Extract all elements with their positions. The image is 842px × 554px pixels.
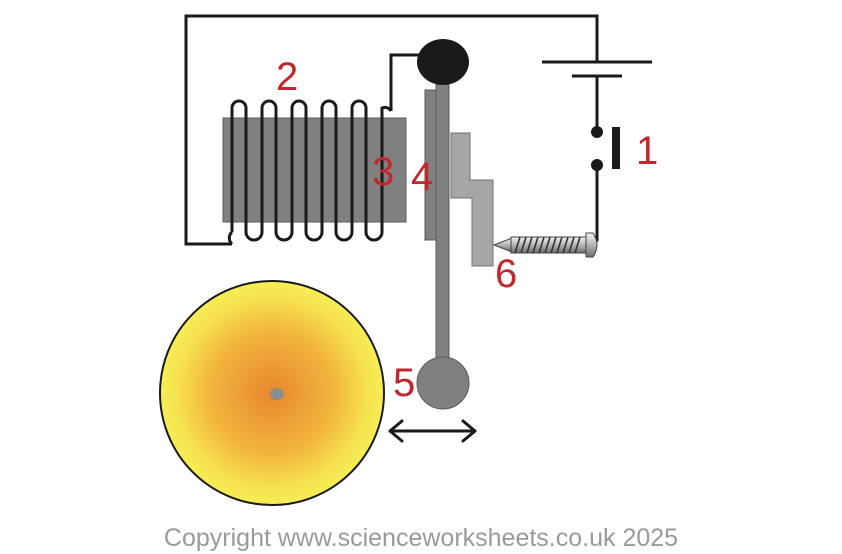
label-coil: 2 <box>276 55 298 99</box>
pivot <box>417 39 469 85</box>
hammer-head <box>416 356 470 410</box>
push-switch <box>591 126 620 171</box>
iron-core <box>222 117 407 223</box>
battery-cell <box>542 60 652 78</box>
label-contact-screw: 6 <box>495 252 517 296</box>
label-armature: 4 <box>411 155 433 199</box>
spring-contact <box>450 132 494 267</box>
label-push-switch: 1 <box>636 129 658 173</box>
contact-screw <box>492 232 598 258</box>
label-hammer: 5 <box>393 361 415 405</box>
motion-arrow <box>388 419 477 443</box>
label-iron-core: 3 <box>372 150 394 194</box>
coil <box>227 99 393 246</box>
gong <box>159 280 385 506</box>
hammer-rod <box>435 79 450 369</box>
circuit-wire <box>184 14 599 246</box>
copyright-text: Copyright www.scienceworksheets.co.uk 20… <box>163 524 679 552</box>
